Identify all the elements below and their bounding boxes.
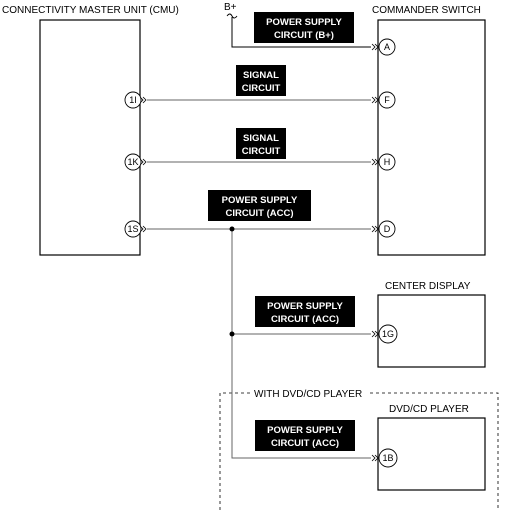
pin-commander-d: D: [378, 220, 396, 238]
label-signal-circuit-1: SIGNAL CIRCUIT: [236, 65, 286, 96]
svg-text:CIRCUIT (ACC): CIRCUIT (ACC): [225, 208, 293, 219]
svg-text:POWER SUPPLY: POWER SUPPLY: [266, 17, 342, 28]
splice-dot: [229, 226, 235, 232]
label-signal-circuit-2: SIGNAL CIRCUIT: [236, 128, 286, 159]
pin-commander-f: F: [378, 91, 396, 109]
svg-text:POWER SUPPLY: POWER SUPPLY: [222, 195, 298, 206]
svg-text:1S: 1S: [127, 224, 138, 234]
commander-switch-title: COMMANDER SWITCH: [372, 5, 481, 16]
wire-b-plus: [231, 17, 371, 48]
cmu-box: [39, 19, 141, 256]
pin-cmu-1k: 1K: [124, 153, 142, 171]
svg-text:SIGNAL: SIGNAL: [243, 70, 279, 81]
svg-text:1B: 1B: [382, 453, 393, 463]
svg-text:CIRCUIT: CIRCUIT: [242, 146, 281, 157]
svg-text:POWER SUPPLY: POWER SUPPLY: [267, 425, 343, 436]
splice-dot: [229, 331, 235, 337]
pin-dvd-1b: 1B: [378, 448, 398, 468]
label-power-supply-b-plus: POWER SUPPLY CIRCUIT (B+): [254, 12, 354, 43]
svg-text:SIGNAL: SIGNAL: [243, 133, 279, 144]
label-power-supply-acc-2: POWER SUPPLY CIRCUIT (ACC): [255, 296, 355, 327]
svg-text:1I: 1I: [129, 95, 137, 105]
connector-chevron-icon: [371, 330, 379, 338]
svg-text:F: F: [384, 95, 390, 105]
connector-chevron-icon: [371, 43, 379, 51]
battery-label: B+: [224, 2, 237, 13]
label-power-supply-acc-1: POWER SUPPLY CIRCUIT (ACC): [208, 190, 311, 221]
svg-text:1K: 1K: [127, 157, 138, 167]
pin-cmu-1s: 1S: [124, 220, 142, 238]
svg-text:D: D: [384, 224, 391, 234]
pin-center-display-1g: 1G: [378, 324, 398, 344]
svg-text:CIRCUIT (ACC): CIRCUIT (ACC): [271, 314, 339, 325]
pin-commander-h: H: [378, 153, 396, 171]
connector-chevron-icon: [371, 96, 379, 104]
svg-text:CIRCUIT: CIRCUIT: [242, 83, 281, 94]
svg-text:H: H: [384, 157, 391, 167]
connector-chevron-icon: [371, 225, 379, 233]
center-display-title: CENTER DISPLAY: [385, 281, 471, 292]
cmu-title: CONNECTIVITY MASTER UNIT (CMU): [2, 5, 179, 16]
dvd-player-box: [377, 417, 486, 491]
pin-commander-a: A: [378, 38, 396, 56]
commander-switch-box: [377, 19, 486, 256]
svg-text:1G: 1G: [382, 329, 394, 339]
battery-tilde-icon: [226, 13, 238, 19]
dvd-option-boundary: [219, 392, 499, 510]
wire-acc-dvd: [231, 334, 371, 459]
svg-text:POWER SUPPLY: POWER SUPPLY: [267, 301, 343, 312]
svg-text:CIRCUIT (ACC): CIRCUIT (ACC): [271, 438, 339, 449]
svg-text:CIRCUIT (B+): CIRCUIT (B+): [274, 30, 334, 41]
connector-chevron-icon: [371, 158, 379, 166]
label-power-supply-acc-3: POWER SUPPLY CIRCUIT (ACC): [255, 420, 355, 451]
center-display-box: [377, 294, 486, 368]
pin-cmu-1i: 1I: [124, 91, 142, 109]
dvd-player-title: DVD/CD PLAYER: [389, 404, 469, 415]
connector-chevron-icon: [371, 454, 379, 462]
dvd-option-label: WITH DVD/CD PLAYER: [254, 389, 362, 400]
svg-text:A: A: [384, 42, 390, 52]
